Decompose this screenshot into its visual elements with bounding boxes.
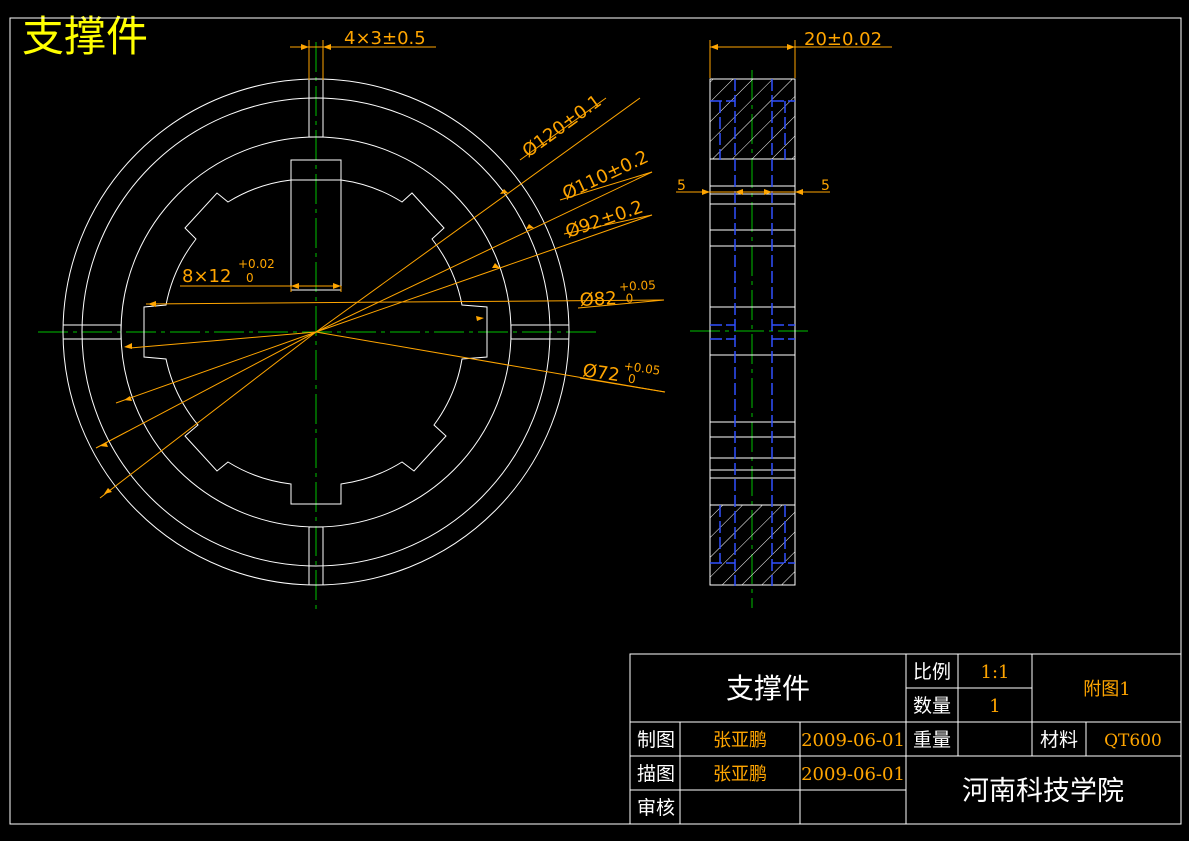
tb-material-label: 材料 <box>1040 729 1078 751</box>
side-dimension-lines <box>676 40 892 193</box>
central-slot <box>290 179 342 291</box>
side-arrowheads <box>702 44 803 195</box>
circle-d110 <box>81 97 551 567</box>
dim-d72-lower: 0 <box>627 372 637 387</box>
tb-part-name: 支撑件 <box>726 672 810 705</box>
dim-slot-lower: 0 <box>246 271 254 285</box>
splined-bore <box>143 159 488 505</box>
dim-slot-base: 8×12 <box>182 266 231 287</box>
dim-slot-upper: +0.02 <box>238 257 275 271</box>
dim-d82: Ø82 +0.05 0 <box>579 278 656 311</box>
dim-d92: Ø92±0.2 <box>563 197 646 243</box>
dim-d82-lower: 0 <box>625 291 633 305</box>
tb-weight-label: 重量 <box>913 729 951 751</box>
front-view: 4×3±0.5 Ø120±0.1 Ø110±0.2 Ø92±0.2 Ø82 +0… <box>38 28 666 612</box>
title-block <box>629 653 1182 825</box>
tb-material-value: QT600 <box>1104 731 1162 751</box>
hatch-bottom <box>710 505 795 585</box>
tb-institution: 河南科技学院 <box>962 776 1124 807</box>
hatch-top <box>710 79 795 159</box>
dim-d72-base: Ø72 <box>581 360 621 386</box>
tb-drawn-date: 2009-06-01 <box>801 730 905 751</box>
tb-drawn-by: 张亚鹏 <box>713 730 767 751</box>
tb-traced-date: 2009-06-01 <box>801 764 905 785</box>
front-arrowheads <box>100 44 534 494</box>
dim-d72-upper: +0.05 <box>623 359 661 378</box>
tb-scale-value: 1:1 <box>981 662 1010 683</box>
tb-quantity-label: 数量 <box>913 695 951 717</box>
front-dimension-lines <box>95 40 666 499</box>
outer-keyways <box>63 79 569 585</box>
dim-d82-base: Ø82 <box>579 288 617 311</box>
tb-traced-label: 描图 <box>637 763 675 785</box>
tb-drawn-label: 制图 <box>637 729 675 751</box>
dim-d120: Ø120±0.1 <box>519 91 606 162</box>
tb-checked-label: 审核 <box>637 797 675 819</box>
circle-d120 <box>62 78 570 586</box>
dim-side-right: 5 <box>821 178 830 194</box>
side-horizontal-lines <box>710 158 795 506</box>
side-hidden-lines <box>710 79 795 586</box>
tb-scale-label: 比例 <box>913 661 951 683</box>
tb-quantity-value: 1 <box>989 696 1000 717</box>
dim-keyway: 4×3±0.5 <box>344 28 426 49</box>
side-outline <box>709 78 796 586</box>
side-view: 20±0.02 5 5 <box>676 29 892 608</box>
tb-sheet-ref: 附图1 <box>1083 679 1130 700</box>
drawing-title: 支撑件 <box>22 12 149 61</box>
dim-d72: Ø72 +0.05 0 <box>581 359 661 387</box>
tb-traced-by: 张亚鹏 <box>713 764 767 785</box>
dim-thickness: 20±0.02 <box>804 29 882 50</box>
sheet-border <box>9 17 1182 825</box>
dim-side-left: 5 <box>677 178 686 194</box>
dim-d110: Ø110±0.2 <box>559 147 651 205</box>
dim-slot: 8×12 +0.02 0 <box>182 257 275 287</box>
dim-d82-upper: +0.05 <box>619 278 656 294</box>
